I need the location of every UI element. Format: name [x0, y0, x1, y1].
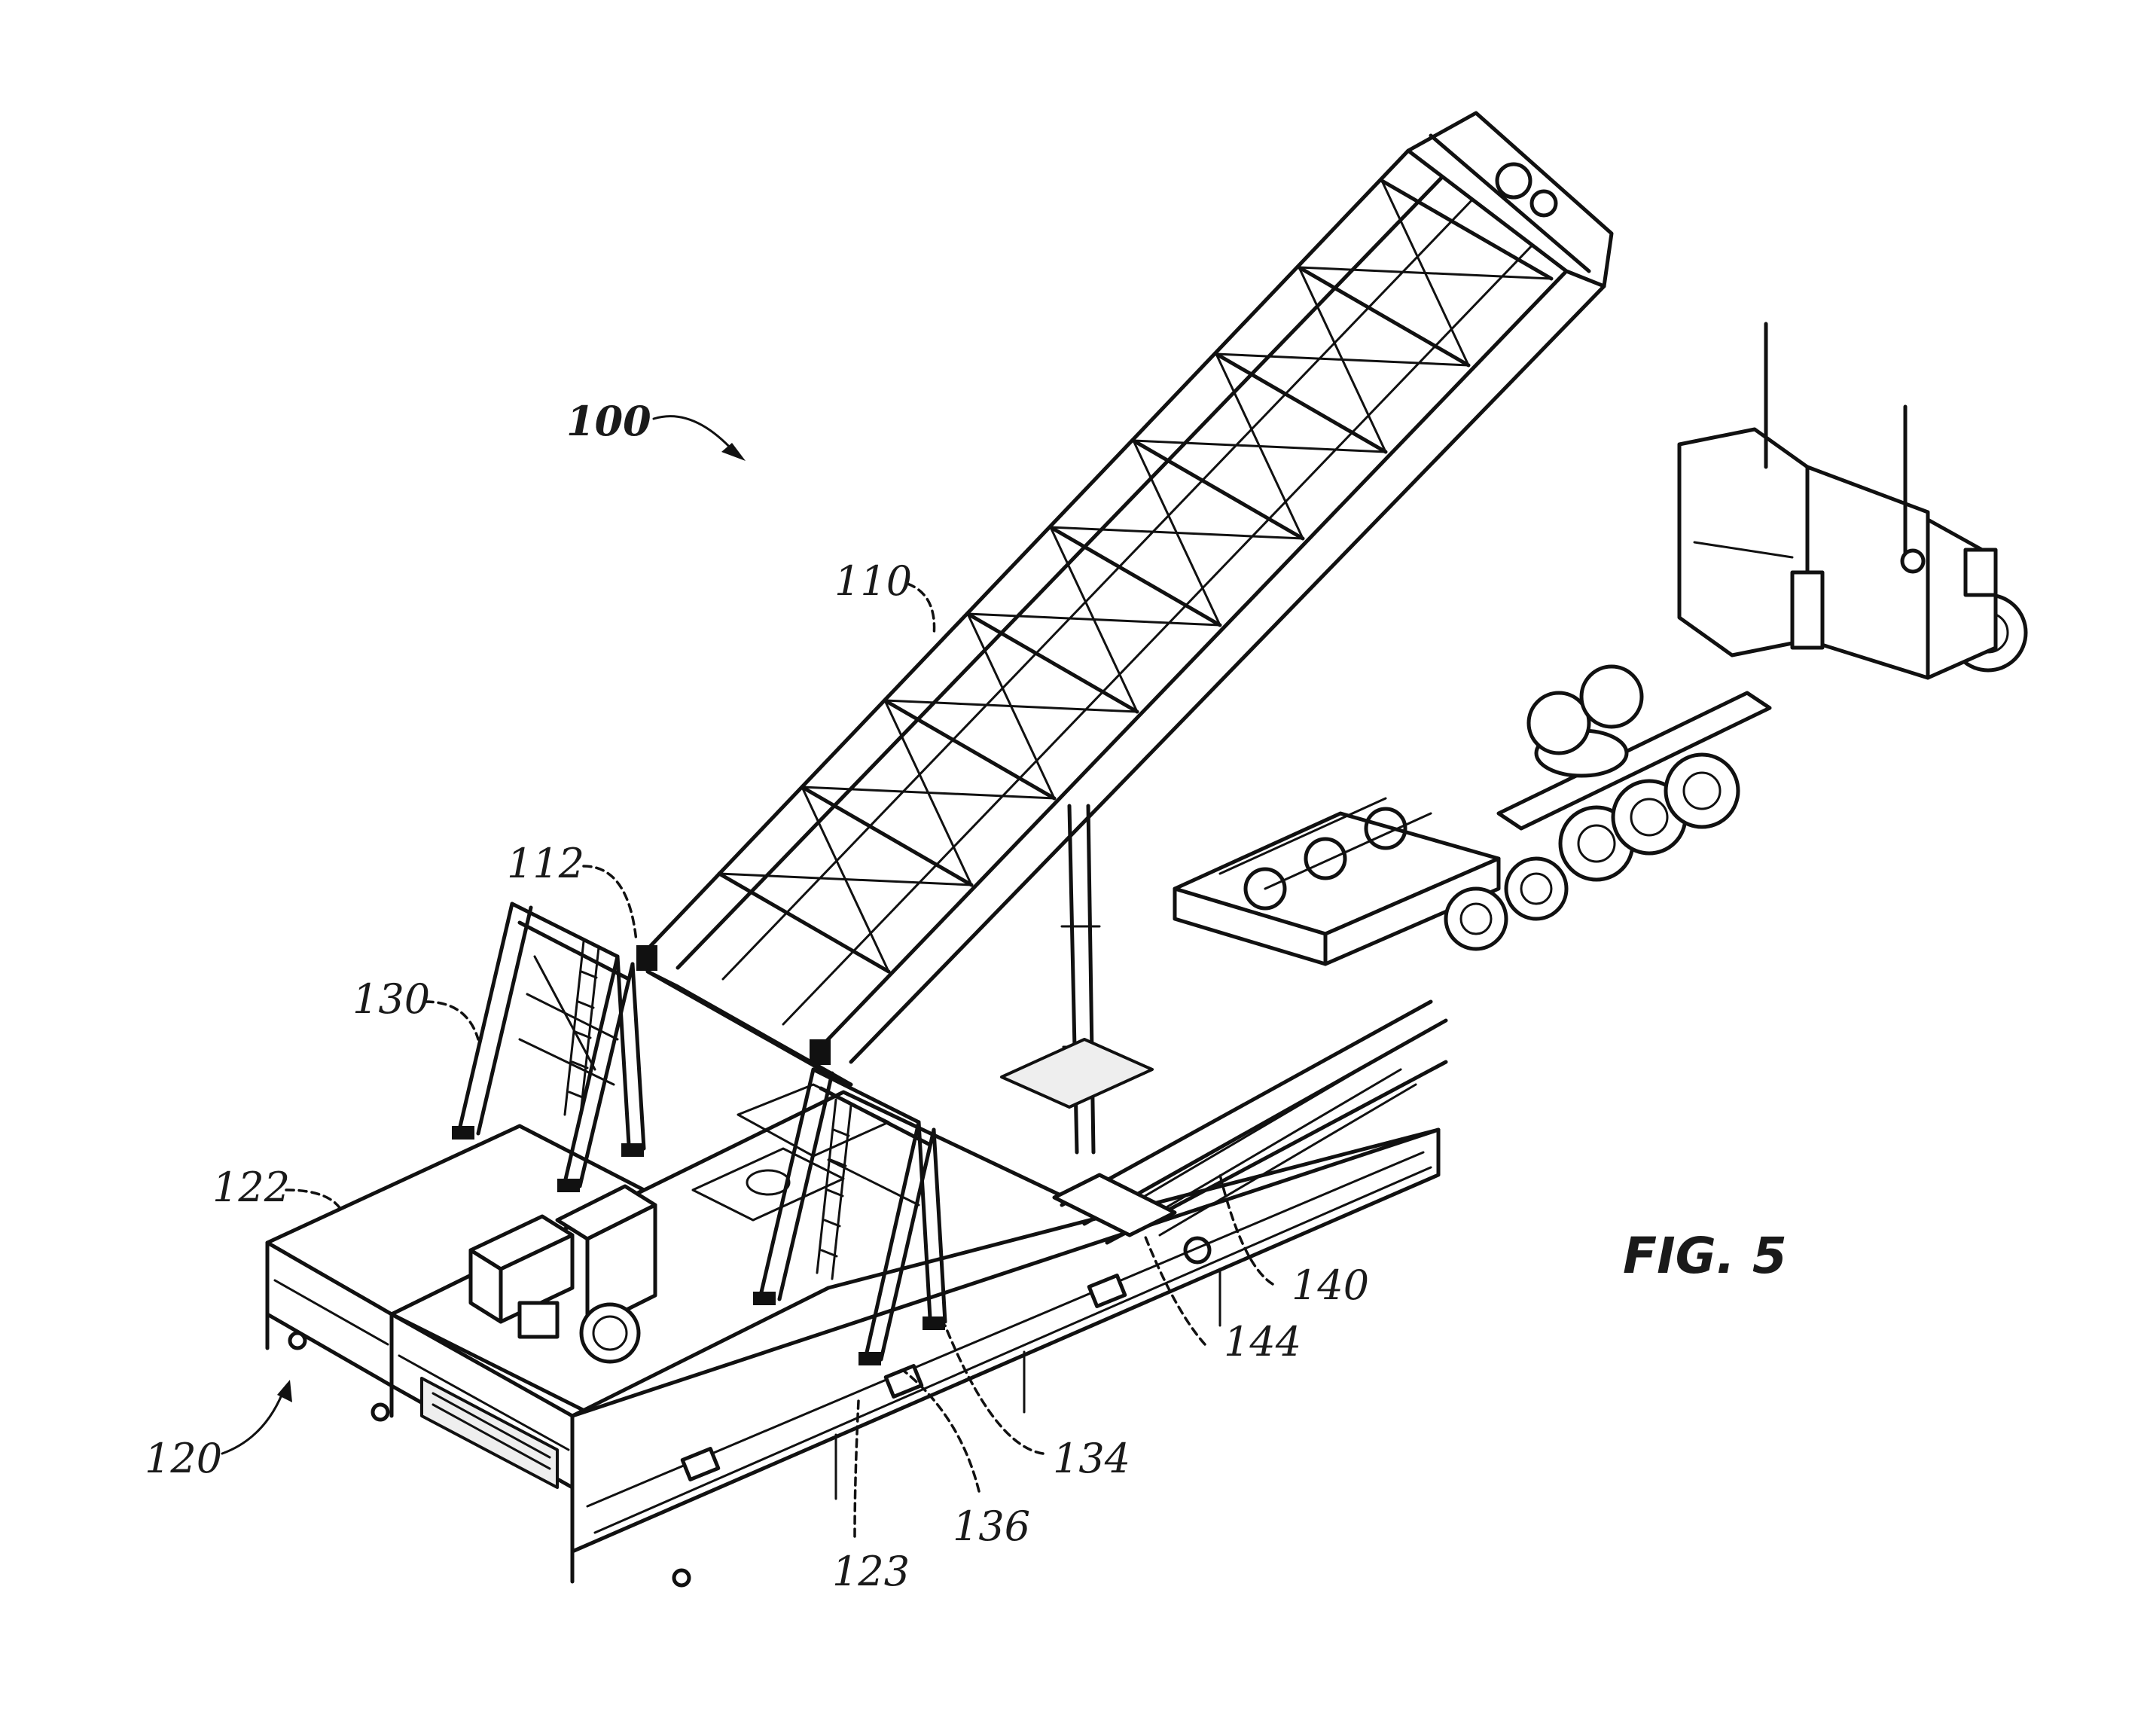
front-a-frame-134	[753, 1067, 947, 1365]
ref-144: 144	[1224, 1318, 1301, 1365]
trailer-deck	[1173, 797, 1569, 966]
crown-block	[1406, 111, 1614, 288]
reference-numerals: 100 110 112 130 122 120 123 136 134 144 …	[145, 397, 1369, 1595]
ref-100: 100	[566, 397, 651, 445]
leader-lines	[221, 415, 1274, 1538]
mast-struts	[717, 178, 1554, 974]
ref-112: 112	[507, 840, 584, 887]
ref-136: 136	[953, 1503, 1030, 1550]
rear-ramp-144	[1000, 999, 1448, 1245]
mast-110	[636, 111, 1614, 1087]
ref-130: 130	[352, 975, 430, 1023]
drawworks-block	[468, 1184, 657, 1364]
ref-134: 134	[1053, 1435, 1130, 1482]
ref-123: 123	[832, 1548, 910, 1595]
mast-pivot-112	[636, 945, 657, 971]
ref-122: 122	[212, 1164, 290, 1211]
ref-110: 110	[834, 557, 912, 605]
mast-bracing	[718, 179, 1553, 973]
tractor-truck	[1496, 322, 2028, 882]
rear-a-frame-130	[452, 902, 646, 1192]
ref-120: 120	[145, 1435, 222, 1482]
ref-140: 140	[1292, 1262, 1369, 1309]
figure-caption: FIG. 5	[1623, 1227, 1787, 1285]
